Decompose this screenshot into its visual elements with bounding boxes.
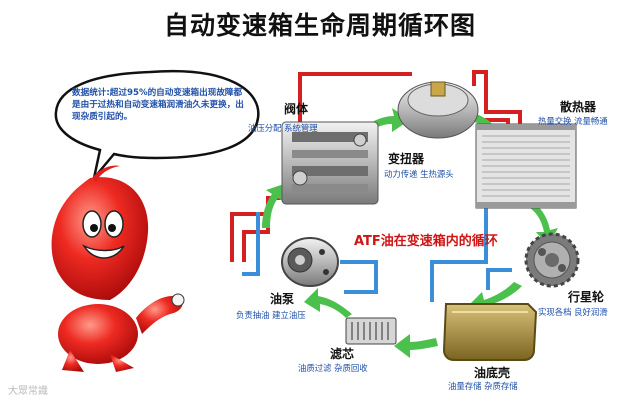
filter-label: 滤芯 [330,345,354,362]
torque-converter-label: 变扭器 [388,150,424,167]
arrow-pump-to-valve [262,184,284,228]
oil-pan-label: 油底壳 [474,364,510,381]
watermark: 大眾常識 [8,382,48,397]
oil-pan-image [444,304,536,360]
circulation-label: ATF油在变速箱内的循环 [354,230,498,249]
oil-pan-desc: 油量存储 杂质存储 [448,380,518,392]
radiator-image [476,124,576,208]
oil-pump-image [282,238,338,286]
valve-body-label: 阀体 [284,100,308,117]
torque-converter-image [398,82,478,138]
cool-oil-lines [242,205,512,302]
bubble-text: 数据统计:超过95%的自动变速箱出现故障都是由于过热和自动变速箱润滑油久未更换，… [72,87,244,124]
torque-converter-desc: 动力传递 生热源头 [384,168,454,180]
radiator-label: 散热器 [560,98,596,115]
oil-pump-label: 油泵 [270,290,294,307]
valve-body-image [282,122,378,204]
radiator-desc: 热量交换 流量畅通 [538,115,608,127]
planetary-gear-desc: 实现各档 良好润滑 [538,306,608,318]
arrow-pan-to-filter [394,334,438,358]
planetary-gear-image [526,234,578,286]
valve-body-desc: 油压分配 系统管理 [248,122,318,134]
oil-pump-desc: 负责抽油 建立油压 [236,309,306,321]
planetary-gear-label: 行星轮 [568,288,604,305]
filter-desc: 油质过滤 杂质回收 [298,362,368,374]
filter-image [346,318,396,344]
mascot-figure [52,166,184,373]
